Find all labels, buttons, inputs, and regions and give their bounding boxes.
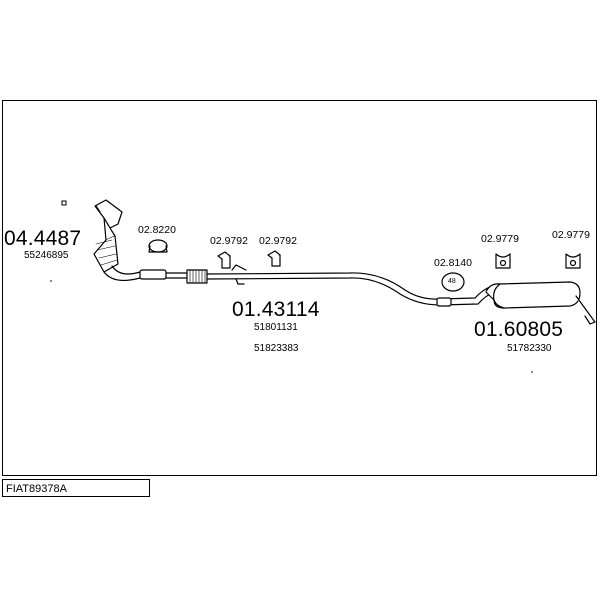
hanger1-part-number: 02.9779 [481,233,519,245]
joint-sleeve [139,269,167,280]
catalyst-ref-number: 55246895 [24,250,69,261]
mount2-part-number: 02.9792 [259,235,297,247]
mount1-part-number: 02.9792 [210,235,248,247]
mount-part-2 [267,250,281,267]
marker-square [61,200,67,206]
middle-pipe-part-number: 01.43114 [232,298,320,321]
ring-part [441,272,465,292]
silencer-part-number: 01.60805 [474,318,564,341]
ring-part-number: 02.8140 [434,257,472,269]
silencer-ref-number: 51782330 [507,343,552,354]
mount-part-1 [217,251,231,269]
ring-diameter-label: 48 [448,278,456,285]
hanger2-part-number: 02.9779 [552,229,590,241]
clamp-part [148,239,168,253]
marker-dot-2 [531,371,533,373]
diagram-code-box: FIAT89378A [2,479,150,497]
rear-silencer [485,281,596,325]
catalytic-converter [93,199,141,282]
diagram-frame [2,100,597,476]
clamp-part-number: 02.8220 [138,224,176,236]
middle-pipe-ref-number-1: 51801131 [254,322,298,333]
hanger-part-1 [495,253,511,269]
front-pipe [165,272,189,279]
marker-dot-1 [50,280,52,282]
pipe-bracket [231,264,247,285]
middle-pipe-ref-number-2: 51823383 [254,343,299,354]
diagram-code: FIAT89378A [6,483,67,495]
flex-joint [186,269,208,284]
middle-pipe [206,272,495,306]
hanger-part-2 [565,253,581,269]
rear-sleeve [436,297,452,307]
catalyst-part-number: 04.4487 [4,227,82,250]
